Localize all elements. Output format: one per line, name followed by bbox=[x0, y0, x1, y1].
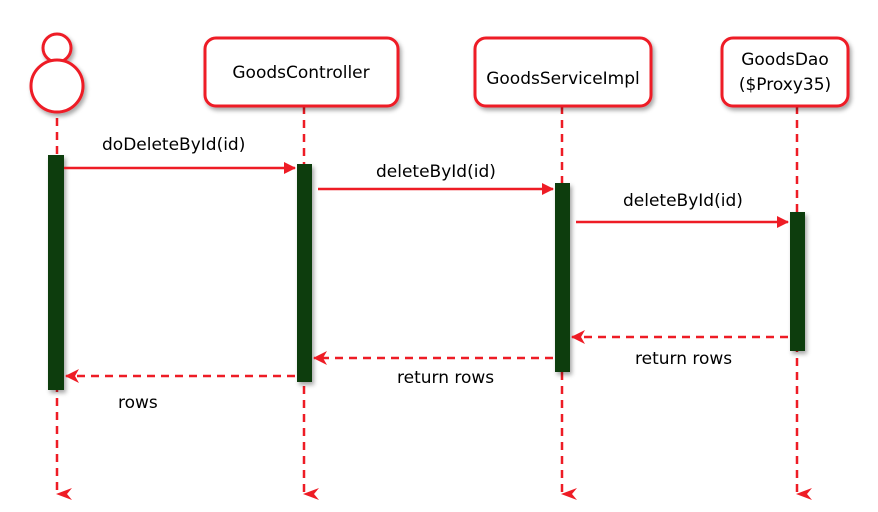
messages: doDeleteById(id) deleteById(id) deleteBy… bbox=[64, 135, 789, 413]
message-label-do-delete: doDeleteById(id) bbox=[102, 135, 245, 155]
activations bbox=[48, 155, 805, 390]
message-label-delete-dao: deleteById(id) bbox=[623, 191, 743, 211]
activation-dao bbox=[790, 212, 805, 351]
participant-service-box bbox=[473, 36, 653, 108]
participant-controller-label: GoodsController bbox=[232, 63, 369, 83]
participant-dao-label-line2: ($Proxy35) bbox=[739, 75, 831, 95]
message-label-delete-service: deleteById(id) bbox=[376, 162, 496, 182]
participant-dao-box bbox=[720, 36, 850, 108]
participant-service-label: GoodsServiceImpl bbox=[486, 69, 640, 89]
participant-controller-box bbox=[203, 36, 400, 108]
participant-controller: GoodsController bbox=[203, 36, 400, 108]
actor-icon bbox=[29, 32, 85, 114]
message-label-return-dao: return rows bbox=[635, 349, 732, 369]
activation-service bbox=[555, 183, 570, 372]
activation-controller bbox=[297, 164, 312, 382]
message-label-return-service: return rows bbox=[397, 368, 494, 388]
participant-dao-label-line1: GoodsDao bbox=[741, 50, 829, 70]
activation-actor bbox=[48, 155, 64, 390]
message-label-rows: rows bbox=[118, 393, 158, 413]
participant-service: GoodsServiceImpl bbox=[473, 36, 653, 108]
participant-dao: GoodsDao ($Proxy35) bbox=[720, 36, 850, 108]
